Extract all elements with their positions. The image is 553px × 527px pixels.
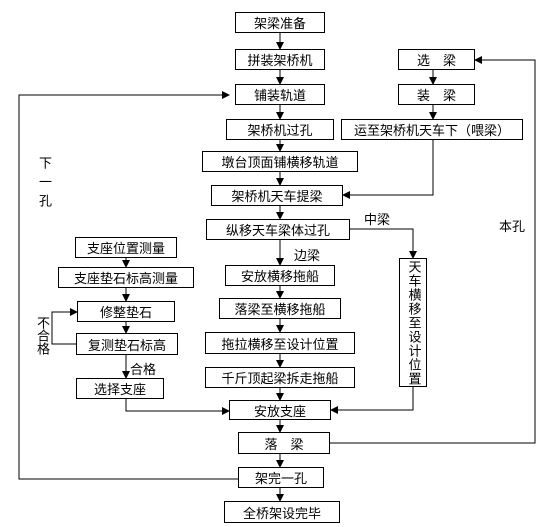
step-label: 选 梁	[416, 54, 456, 69]
label-next-span: 下一孔	[36, 156, 51, 213]
arrow-fail-loop	[51, 308, 78, 345]
arrow-transverse-to-support	[330, 387, 414, 414]
step-finish-one-span: 架完一孔	[238, 467, 324, 488]
step-load-beam: 装 梁	[398, 84, 475, 105]
step-select-support: 选择支座	[76, 378, 164, 399]
step-lay-track: 铺装轨道	[235, 84, 325, 105]
step-beam-preparation: 架梁准备	[235, 12, 325, 33]
step-label: 落 梁	[264, 437, 304, 453]
step-label: 支座位置测量	[86, 242, 165, 257]
arrow-select-support-to-install	[125, 399, 230, 415]
step-label: 拖拉横移至设计位置	[221, 337, 339, 353]
label-this-span: 本孔	[499, 220, 526, 235]
step-label: 支座垫石标高测量	[73, 272, 178, 287]
step-trim-pad-stone: 修整垫石	[77, 301, 175, 322]
step-place-transverse-sled: 安放横移拖船	[225, 265, 335, 286]
step-drop-onto-sled: 落梁至横移拖船	[219, 298, 341, 319]
arrow-move-to-transverse	[350, 228, 417, 259]
step-install-support: 安放支座	[229, 400, 331, 420]
step-drop-beam: 落 梁	[238, 432, 330, 454]
step-label: 修整垫石	[99, 306, 152, 321]
step-label: 架桥机过孔	[247, 124, 313, 139]
step-label: 落梁至横移拖船	[234, 303, 326, 318]
label-edge-beam: 边梁	[294, 249, 321, 264]
label-middle-beam: 中梁	[364, 213, 391, 228]
step-label: 架完一孔	[254, 472, 307, 487]
arrow-next-span-loop	[18, 91, 238, 480]
step-label: 复测垫石标高	[87, 338, 166, 354]
label-fail: 不合格	[34, 316, 49, 355]
step-label: 装 梁	[416, 89, 456, 104]
step-label: 架梁准备	[253, 17, 306, 32]
step-label: 铺装轨道	[253, 89, 306, 104]
step-pull-to-design-position: 拖拉横移至设计位置	[205, 332, 355, 354]
step-whole-bridge-complete: 全桥架设完毕	[224, 501, 340, 523]
step-support-position-survey: 支座位置测量	[75, 237, 177, 258]
step-pier-transverse-track: 墩台顶面铺横移轨道	[202, 151, 358, 172]
step-label: 运至架桥机天车下（喂梁）	[353, 124, 510, 139]
step-machine-cross-span: 架桥机过孔	[226, 119, 334, 140]
arrow-transport-to-lift	[342, 140, 434, 199]
step-recheck-pad-elevation: 复测垫石标高	[76, 333, 178, 355]
step-transport-to-crane: 运至架桥机天车下（喂梁）	[341, 119, 523, 140]
step-label: 安放支座	[253, 404, 306, 420]
arrow-this-span-loop	[330, 56, 536, 444]
step-crane-lift-beam: 架桥机天车提梁	[211, 185, 343, 206]
step-pad-elevation-survey: 支座垫石标高测量	[58, 267, 194, 288]
step-select-beam: 选 梁	[398, 49, 475, 70]
step-label: 架桥机天车提梁	[231, 190, 323, 205]
step-crane-transverse-move: 天车横移至设计位置	[399, 258, 427, 387]
step-jack-lift-remove-sled: 千斤顶起梁拆走拖船	[205, 367, 355, 388]
step-label: 选择支座	[93, 383, 146, 398]
step-label: 安放横移拖船	[240, 270, 319, 285]
step-label: 拼装架桥机	[247, 54, 313, 69]
step-label: 墩台顶面铺横移轨道	[221, 156, 339, 171]
step-label: 纵移天车梁体过孔	[225, 224, 330, 239]
step-assemble-bridge-machine: 拼装架桥机	[235, 49, 325, 70]
step-label: 千斤顶起梁拆走拖船	[221, 372, 339, 387]
step-longitudinal-move: 纵移天车梁体过孔	[206, 219, 350, 240]
label-pass: 合格	[130, 363, 157, 378]
step-label: 天车横移至设计位置	[405, 259, 421, 386]
step-label: 全桥架设完毕	[242, 506, 321, 522]
